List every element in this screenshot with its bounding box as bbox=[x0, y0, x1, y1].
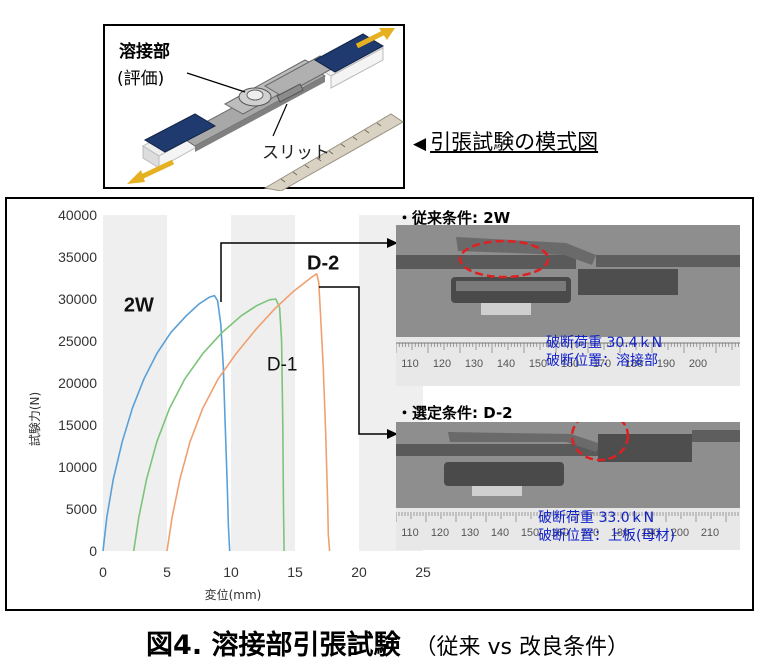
callout-2w-arrowhead bbox=[387, 238, 398, 248]
y-tick-label: 30000 bbox=[58, 291, 97, 307]
slit-label: スリット bbox=[262, 143, 330, 163]
y-tick-label: 40000 bbox=[58, 207, 97, 223]
ruler-label: 130 bbox=[461, 527, 479, 539]
ruler-label: 130 bbox=[465, 358, 483, 370]
ruler-label: 170 bbox=[593, 358, 611, 370]
y-tick-label: 25000 bbox=[58, 333, 97, 349]
x-tick-label: 15 bbox=[287, 564, 303, 580]
ruler-label: 110 bbox=[401, 527, 419, 539]
y-tick-label: 5000 bbox=[66, 501, 97, 517]
ruler-label: 150 bbox=[521, 527, 539, 539]
fracture-photo-2w-drawing: 110 120 130 140 150 160 170 180 190 200 bbox=[396, 225, 740, 386]
ruler-label: 110 bbox=[401, 358, 419, 370]
grid-band bbox=[231, 215, 295, 551]
callout-d2-arrowhead bbox=[387, 429, 398, 439]
pull-arrow-right-icon bbox=[355, 28, 395, 49]
series-label-2w: 2W bbox=[124, 295, 154, 317]
ruler-label: 140 bbox=[497, 358, 515, 370]
ruler-label: 210 bbox=[701, 527, 719, 539]
weld-spot bbox=[238, 87, 272, 107]
fracture-location-ellipse bbox=[570, 422, 630, 462]
break-load-2w: 破断荷重 30.4ｋN bbox=[546, 335, 663, 351]
y-tick-label: 0 bbox=[89, 543, 97, 559]
tensile-schematic: 溶接部 (評価) スリット bbox=[103, 24, 405, 191]
y-axis-label: 試験力(N) bbox=[27, 392, 42, 446]
ruler-label: 120 bbox=[433, 358, 451, 370]
break-load-d2: 破断荷重 33.0ｋN bbox=[538, 510, 655, 526]
y-tick-label: 15000 bbox=[58, 417, 97, 433]
force-displacement-chart: 0 5000 10000 15000 20000 25000 30000 35000 40000… bbox=[27, 207, 431, 602]
fracture-photo-d2-drawing: 110 120 130 140 150 160 170 180 190 200 210 bbox=[396, 422, 740, 550]
ruler-label: 180 bbox=[625, 358, 643, 370]
series-label-d-1: D-1 bbox=[267, 354, 298, 375]
ruler-label: 200 bbox=[671, 527, 689, 539]
ruler-label: 140 bbox=[491, 527, 509, 539]
pull-arrow-left-icon bbox=[127, 159, 175, 184]
y-tick-label: 10000 bbox=[58, 459, 97, 475]
ruler-label: 180 bbox=[611, 527, 629, 539]
ruler-label: 160 bbox=[561, 358, 579, 370]
weld-label: 溶接部 bbox=[119, 42, 170, 62]
series-line-d-1 bbox=[132, 298, 285, 552]
callout-d2-connector bbox=[319, 286, 393, 435]
ruler-label: 190 bbox=[657, 358, 675, 370]
tensile-specimen-drawing bbox=[127, 28, 404, 191]
series-line-2w bbox=[102, 294, 231, 552]
x-axis-label: 変位(mm) bbox=[205, 587, 262, 602]
ruler-label: 150 bbox=[529, 358, 547, 370]
figure-subtitle: （従来 vs 改良条件） bbox=[414, 635, 629, 660]
y-tick-label: 35000 bbox=[58, 249, 97, 265]
fracture-location-ellipse bbox=[458, 239, 550, 279]
x-tick-label: 20 bbox=[351, 564, 367, 580]
chart-panel: 0 5000 10000 15000 20000 25000 30000 35000 40000… bbox=[5, 197, 754, 611]
grid-band bbox=[103, 215, 167, 551]
callout-2w-connector bbox=[220, 242, 393, 302]
schematic-caption: ◀引張試験の模式図 bbox=[413, 126, 598, 156]
y-tick-label: 20000 bbox=[58, 375, 97, 391]
x-tick-label: 5 bbox=[163, 564, 171, 580]
photo-title-d2: ・選定条件: D-2 bbox=[397, 404, 513, 422]
x-tick-label: 0 bbox=[99, 564, 107, 580]
ruler-label: 190 bbox=[641, 527, 659, 539]
left-triangle-icon: ◀ bbox=[413, 134, 427, 154]
figure-caption: 図4. 溶接部引張試験 （従来 vs 改良条件） bbox=[0, 623, 775, 662]
break-position-2w: 破断位置：溶接部 bbox=[546, 353, 658, 369]
series-line-d-2 bbox=[166, 273, 331, 552]
slit-leader-line bbox=[272, 103, 288, 137]
ruler-label: 160 bbox=[551, 527, 569, 539]
schematic-caption-text: 引張試験の模式図 bbox=[430, 130, 599, 154]
ruler-label: 120 bbox=[431, 527, 449, 539]
photo-title-2w: ・従来条件: 2W bbox=[397, 209, 511, 227]
eval-label: (評価) bbox=[117, 69, 165, 89]
break-position-d2: 破断位置：上板(母材) bbox=[538, 528, 675, 544]
scale-ruler bbox=[263, 113, 404, 191]
fracture-photo-2w: 110 120 130 140 150 160 170 180 190 200 破断荷重 30.4… bbox=[396, 225, 740, 386]
x-tick-label: 25 bbox=[415, 564, 431, 580]
x-tick-label: 10 bbox=[223, 564, 239, 580]
figure-title: 図4. 溶接部引張試験 bbox=[146, 630, 401, 661]
weld-leader-line bbox=[186, 72, 246, 93]
series-label-d-2: D-2 bbox=[307, 253, 339, 275]
ruler-label: 200 bbox=[689, 358, 707, 370]
ruler-label: 170 bbox=[581, 527, 599, 539]
fracture-photo-d2: 110 120 130 140 150 160 170 180 190 200 210 破断荷重 3… bbox=[396, 422, 740, 550]
